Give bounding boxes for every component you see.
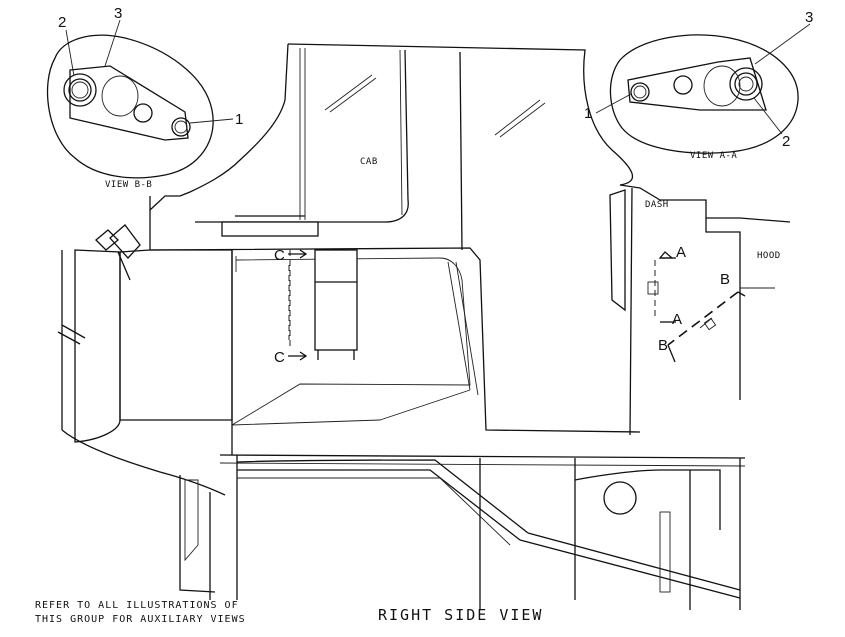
view-aa-callout-2: 2 [782,133,790,150]
machine-body [57,195,746,610]
section-b-marker: B B [658,271,746,363]
section-a-top-label: A [676,244,686,261]
auxiliary-note-line-2: THIS GROUP FOR AUXILIARY VIEWS [35,614,246,625]
hood-label: HOOD [757,251,781,261]
view-aa-title: VIEW A-A [690,151,737,161]
section-c-top-label: C [274,247,285,264]
view-bb-callout-2: 2 [58,14,66,31]
dash-label: DASH [645,200,669,210]
section-a-marker: A A [647,244,686,328]
section-b-bottom-label: B [658,337,668,354]
cab-label: CAB [360,157,378,167]
view-bb-callout-1: 1 [235,111,243,128]
view-aa-detail: 1 3 2 VIEW A-A [584,9,813,161]
auxiliary-note-line-1: REFER TO ALL ILLUSTRATIONS OF [35,600,239,611]
section-c-bottom-label: C [274,349,285,366]
dash-hood-area: DASH HOOD [609,184,791,436]
footer-notes: REFER TO ALL ILLUSTRATIONS OF THIS GROUP… [35,600,543,625]
view-bb-callout-3: 3 [114,5,122,22]
section-a-bottom-label: A [672,311,682,328]
view-aa-callout-3: 3 [805,9,813,26]
cab-outline: CAB [179,43,633,251]
section-c-marker: C C [274,247,308,366]
view-aa-callout-1: 1 [584,105,592,122]
view-bb-title: VIEW B-B [105,180,152,190]
right-side-view-title: RIGHT SIDE VIEW [378,606,543,624]
view-bb-detail: 2 3 1 VIEW B-B [46,5,243,190]
section-b-top-label: B [720,271,730,288]
